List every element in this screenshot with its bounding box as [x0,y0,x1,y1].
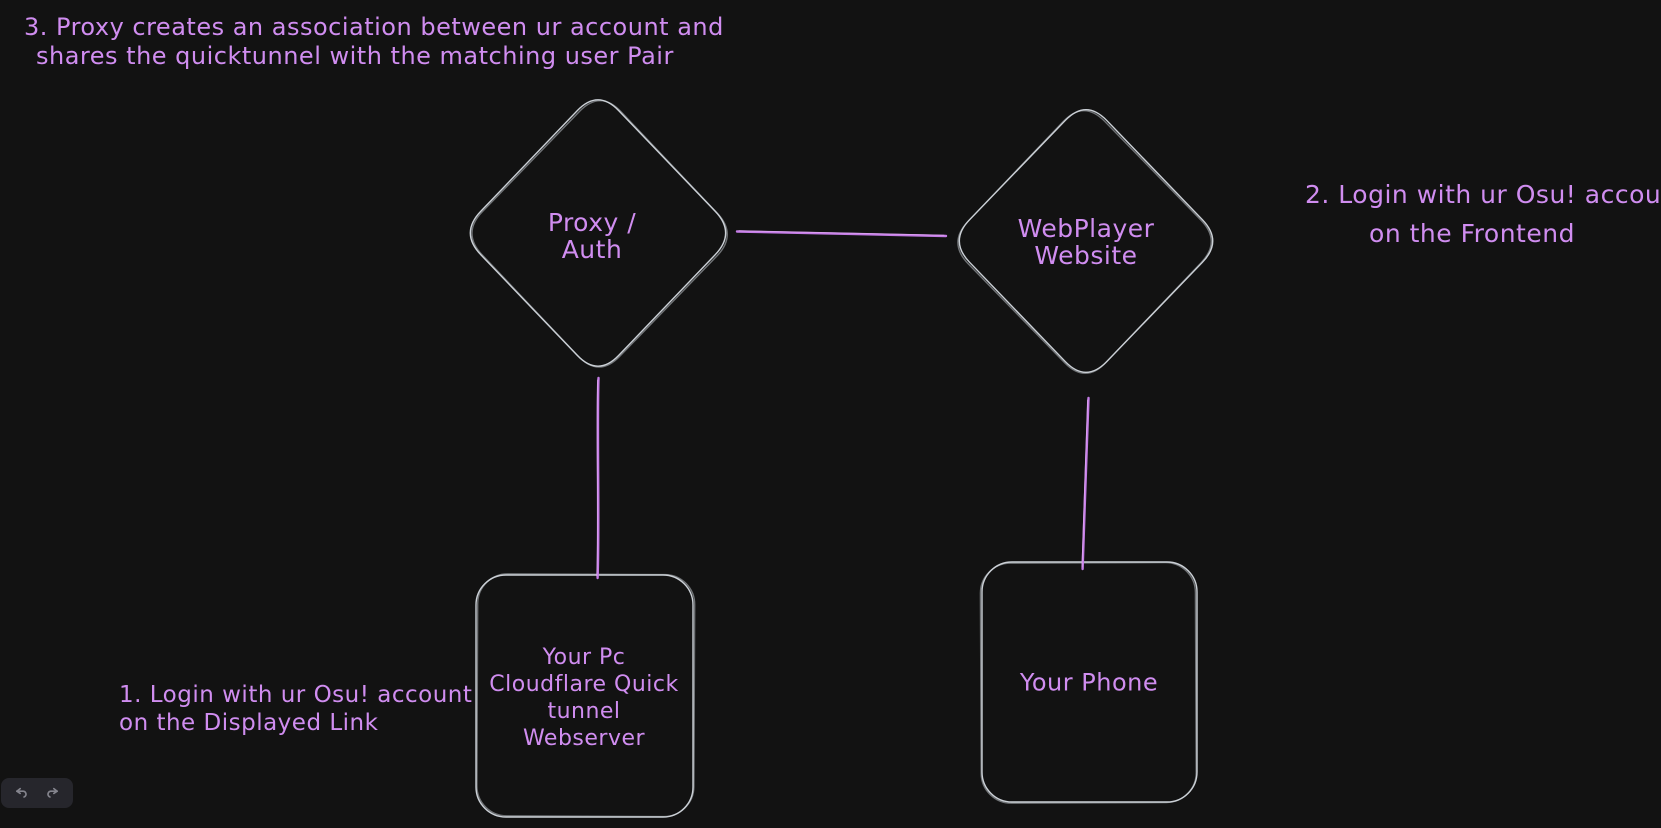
annotation-step-3-line-1: 3. Proxy creates an association between … [24,13,724,41]
webplayer-label: WebPlayer Website [1017,214,1155,270]
annotation-step-3: 3. Proxy creates an association between … [24,13,724,71]
proxy-auth-diamond[interactable] [469,99,728,368]
annotation-step-1: 1. Login with ur Osu! account on the Dis… [119,681,472,737]
connector-webplayer-phone[interactable] [1081,396,1090,571]
redo-button[interactable] [42,782,64,804]
annotation-step-1-line-1: 1. Login with ur Osu! account [119,682,473,708]
your-pc-box[interactable] [475,573,696,818]
your-phone-box[interactable] [979,561,1198,804]
connector-proxy-webplayer[interactable] [735,230,948,238]
connector-proxy-yourpc[interactable] [596,376,600,580]
undo-button[interactable] [10,782,32,804]
proxy-auth-label: Proxy / Auth [547,208,637,264]
your-phone-label: Your Phone [1019,668,1159,697]
annotation-step-2-line-1: 2. Login with ur Osu! account [1305,180,1661,209]
annotation-step-1-line-2: on the Displayed Link [119,710,379,736]
your-pc-label: Your Pc Cloudflare Quick tunnel Webserve… [489,645,679,751]
undo-arrow-icon [16,787,28,798]
undo-redo-toolbar [1,778,73,808]
redo-arrow-icon [46,787,58,798]
annotation-step-2-line-2: on the Frontend [1369,219,1575,248]
annotation-step-2: 2. Login with ur Osu! account on the Fro… [1305,175,1661,253]
annotation-step-3-line-2: shares the quicktunnel with the matching… [36,42,674,70]
webplayer-diamond[interactable] [957,108,1214,375]
